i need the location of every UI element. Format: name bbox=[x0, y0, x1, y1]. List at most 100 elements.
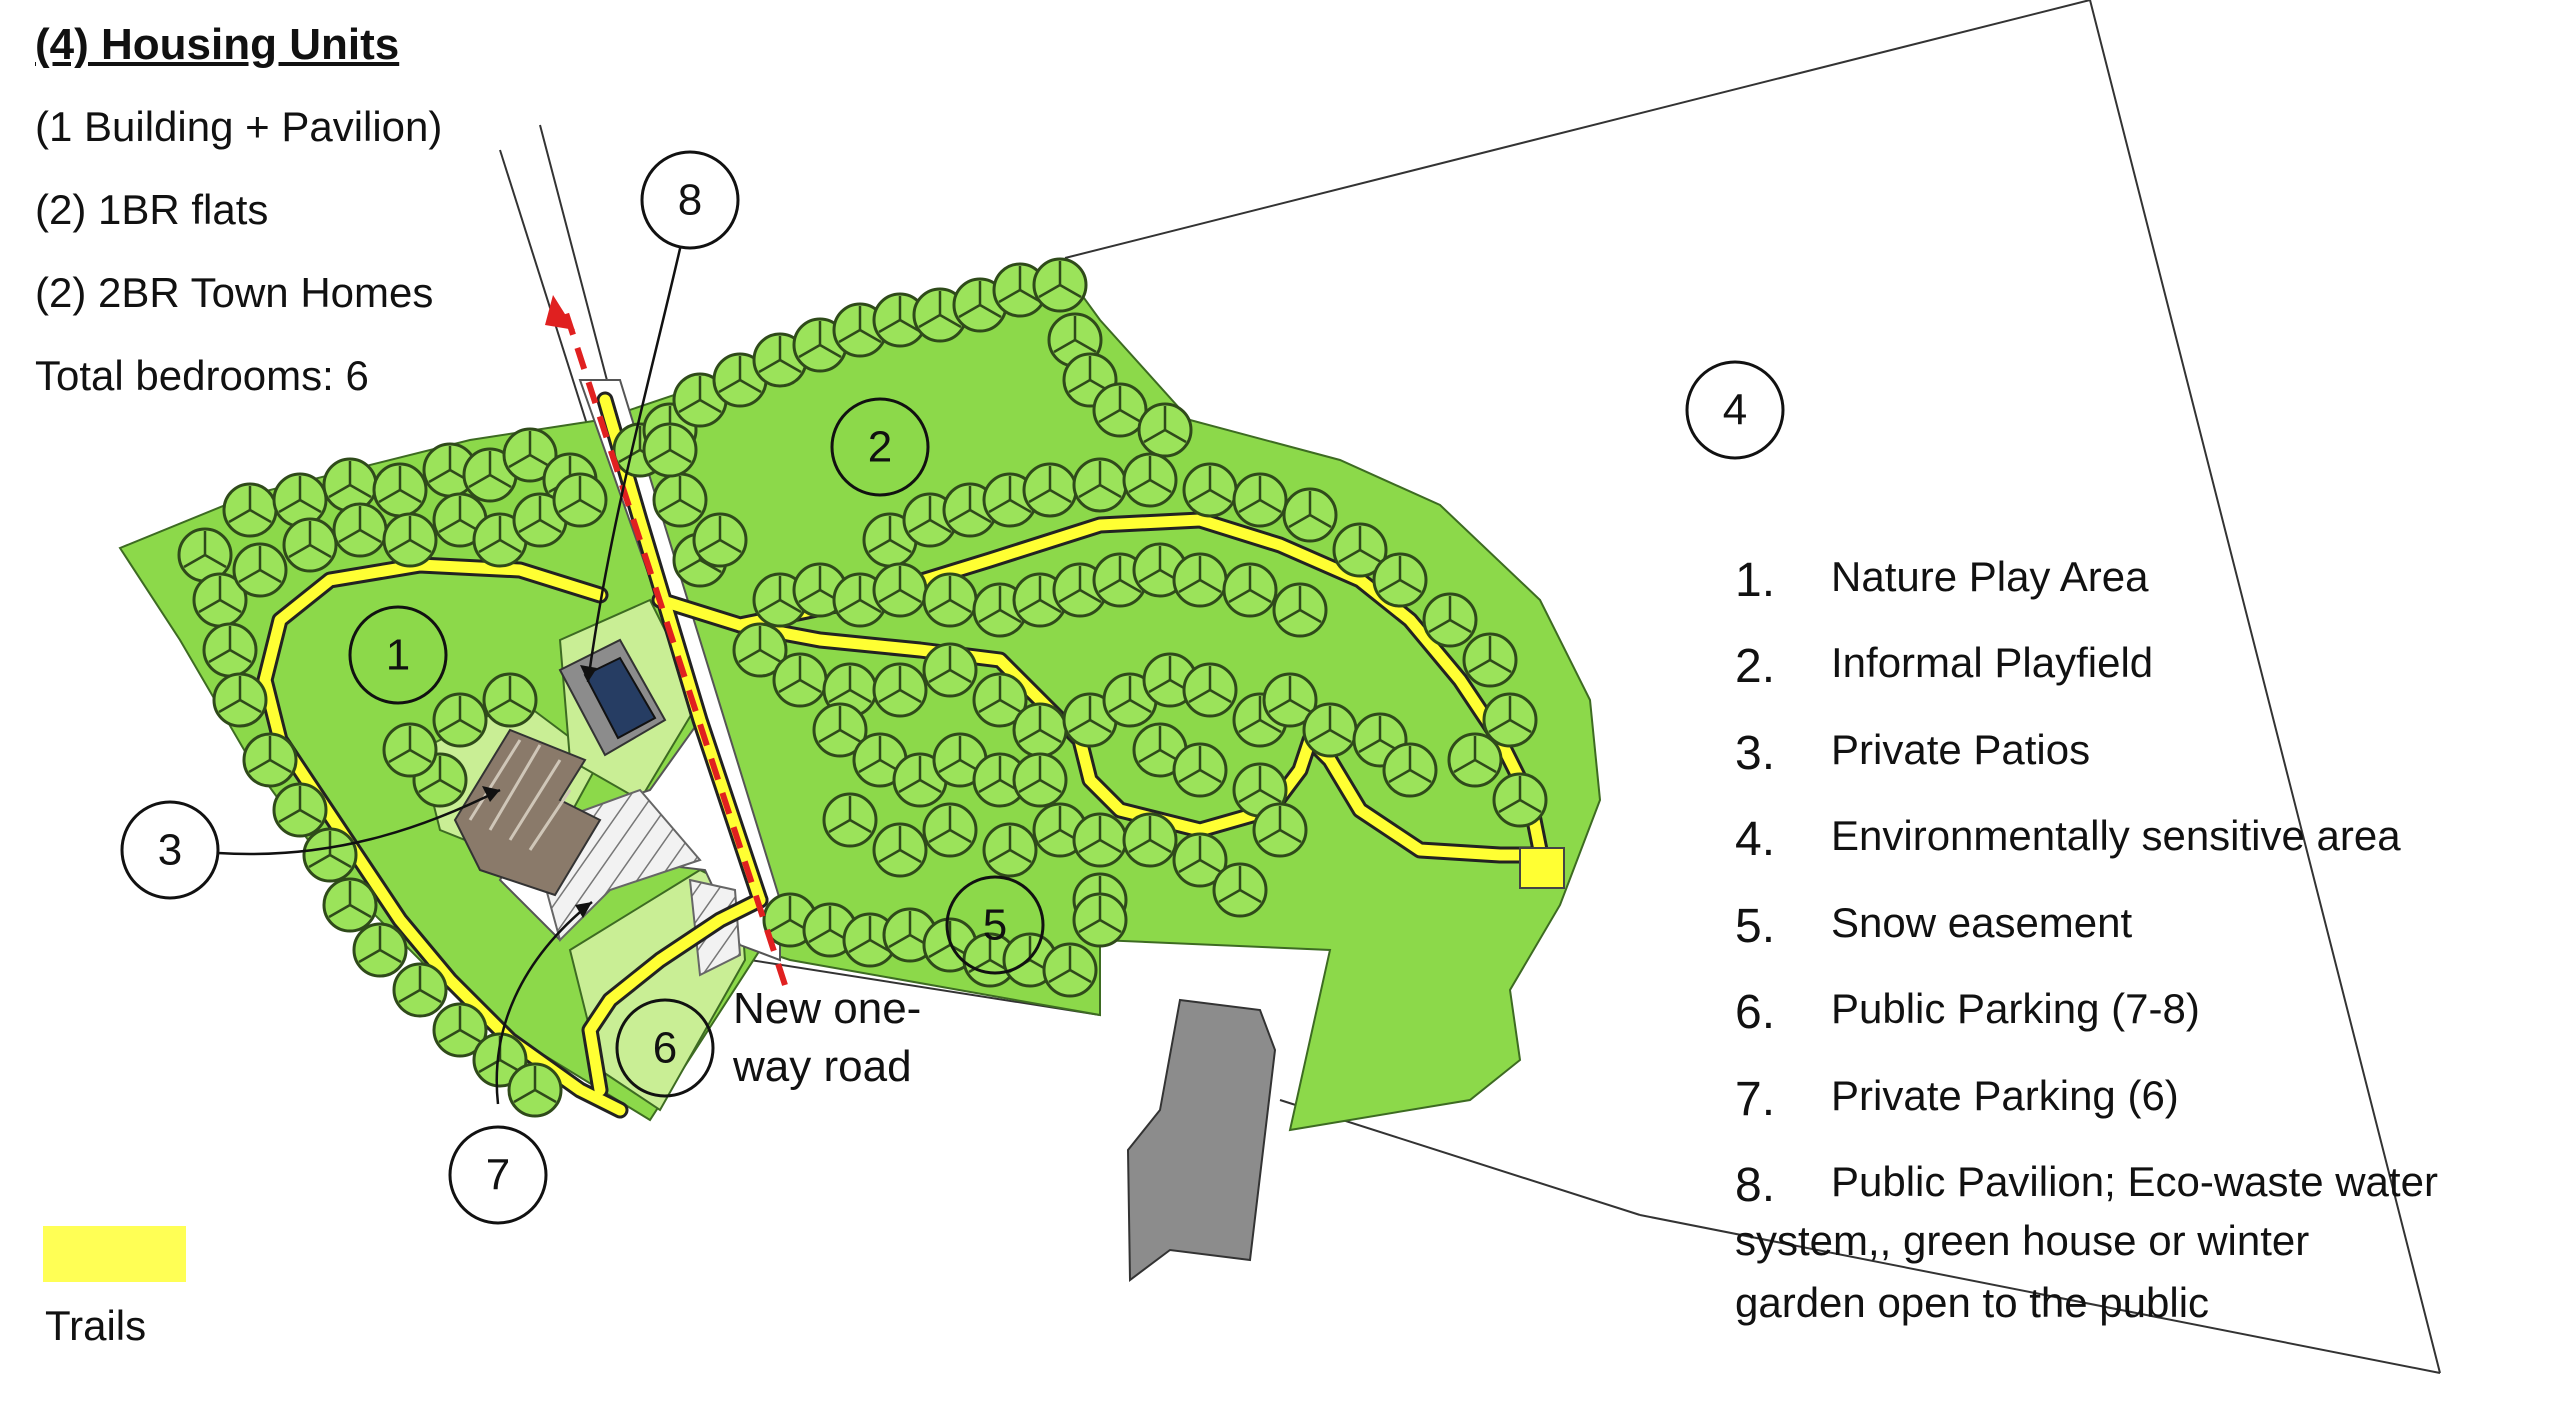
svg-text:4: 4 bbox=[1723, 386, 1747, 435]
legend-num: 7. bbox=[1735, 1073, 1776, 1126]
tree-symbol bbox=[1302, 702, 1358, 758]
road-label: New one- way road bbox=[733, 980, 921, 1096]
legend-label: Snow easement bbox=[1831, 899, 2133, 946]
tree-symbol bbox=[1172, 552, 1228, 608]
tree-symbol bbox=[822, 792, 878, 848]
tree-symbol bbox=[1282, 487, 1338, 543]
legend-num: 1. bbox=[1735, 554, 1776, 607]
legend-label: Public Pavilion; Eco-waste water bbox=[1831, 1158, 2438, 1205]
legend-item-1: 1.Nature Play Area bbox=[1735, 553, 2149, 608]
leader-arrowheads bbox=[482, 665, 597, 918]
info-line-building: (1 Building + Pavilion) bbox=[35, 103, 443, 150]
tree-symbol bbox=[222, 482, 278, 538]
tree-symbol bbox=[1012, 752, 1068, 808]
tree-symbol bbox=[507, 1062, 563, 1118]
legend-label: Informal Playfield bbox=[1831, 639, 2154, 686]
legend-item-6: 6. Public Parking (7-8) bbox=[1735, 985, 2200, 1040]
marker-8: 8 bbox=[640, 150, 740, 250]
svg-text:7: 7 bbox=[486, 1151, 510, 1200]
legend-num: 2. bbox=[1735, 640, 1776, 693]
legend-num: 5. bbox=[1735, 900, 1776, 953]
housing-units-title: (4) Housing Units bbox=[35, 20, 400, 69]
tree-symbol bbox=[272, 782, 328, 838]
one-way-road-arrow bbox=[545, 295, 788, 986]
tree-symbol bbox=[1032, 257, 1088, 313]
tree-symbol bbox=[382, 722, 438, 778]
tree-symbol bbox=[922, 642, 978, 698]
legend-num: 8. bbox=[1735, 1159, 1776, 1212]
legend-num: 6. bbox=[1735, 986, 1776, 1039]
tree-symbol bbox=[1042, 942, 1098, 998]
legend-item-7: 7.Private Parking (6) bbox=[1735, 1072, 2179, 1127]
tree-symbol bbox=[1072, 812, 1128, 868]
tree-symbol bbox=[982, 822, 1038, 878]
tree-symbol bbox=[332, 502, 388, 558]
tree-symbol bbox=[1122, 452, 1178, 508]
legend-item-8-continuation: system,, green house or winter garden op… bbox=[1735, 1210, 2309, 1334]
legend-continuation-line: system,, green house or winter bbox=[1735, 1217, 2310, 1264]
trail-end-pad bbox=[1519, 847, 1565, 889]
tree-symbol bbox=[922, 572, 978, 628]
legend-item-5: 5. Snow easement bbox=[1735, 899, 2132, 954]
tree-symbol bbox=[302, 827, 358, 883]
legend-continuation-line: garden open to the public bbox=[1735, 1279, 2210, 1326]
tree-symbol bbox=[642, 422, 698, 478]
trail-key-label: Trails bbox=[45, 1302, 147, 1349]
tree-symbol bbox=[1222, 562, 1278, 618]
tree-symbol bbox=[1122, 812, 1178, 868]
tree-symbol bbox=[1072, 892, 1128, 948]
marker-6: 6 bbox=[615, 998, 715, 1098]
tree-symbol bbox=[1012, 702, 1068, 758]
legend-item-8: 8. Public Pavilion; Eco-waste water bbox=[1735, 1158, 2438, 1213]
tree-symbol bbox=[922, 802, 978, 858]
marker-2: 2 bbox=[830, 397, 930, 497]
tree-symbol bbox=[1492, 772, 1548, 828]
info-line-1br: (2) 1BR flats bbox=[35, 186, 269, 233]
legend-num: 3. bbox=[1735, 727, 1776, 780]
marker-4: 4 bbox=[1685, 360, 1785, 460]
svg-text:8: 8 bbox=[678, 176, 702, 225]
tree-symbol bbox=[692, 512, 748, 568]
tree-symbol bbox=[1022, 462, 1078, 518]
svg-text:3: 3 bbox=[158, 826, 182, 875]
tree-symbol bbox=[322, 877, 378, 933]
info-line-bedrooms: Total bedrooms: 6 bbox=[35, 352, 369, 399]
tree-symbol bbox=[392, 962, 448, 1018]
tree-symbol bbox=[1252, 802, 1308, 858]
tree-symbol bbox=[872, 562, 928, 618]
marker-3: 3 bbox=[120, 800, 220, 900]
tree-symbol bbox=[1182, 462, 1238, 518]
svg-text:6: 6 bbox=[653, 1024, 677, 1073]
road-label-line-1: New one- bbox=[733, 984, 922, 1033]
marker-7: 7 bbox=[448, 1125, 548, 1225]
tree-symbol bbox=[1172, 742, 1228, 798]
tree-symbol bbox=[1137, 402, 1193, 458]
legend-item-2: 2. Informal Playfield bbox=[1735, 639, 2153, 694]
marker-5: 5 bbox=[945, 875, 1045, 975]
trail-key-swatch bbox=[43, 1226, 186, 1282]
tree-symbol bbox=[552, 472, 608, 528]
leader-lines bbox=[217, 239, 684, 1105]
tree-symbol bbox=[652, 472, 708, 528]
tree-symbol bbox=[1447, 732, 1503, 788]
tree-symbol bbox=[242, 732, 298, 788]
legend-label: Public Parking (7-8) bbox=[1831, 985, 2200, 1032]
tree-symbol bbox=[1212, 862, 1268, 918]
tree-symbol bbox=[1382, 742, 1438, 798]
legend-label: Environmentally sensitive area bbox=[1831, 812, 2401, 859]
tree-symbol bbox=[432, 692, 488, 748]
tree-symbol bbox=[352, 922, 408, 978]
tree-symbol bbox=[1372, 552, 1428, 608]
svg-text:5: 5 bbox=[983, 901, 1007, 950]
tree-symbol bbox=[1482, 692, 1538, 748]
marker-1: 1 bbox=[348, 605, 448, 705]
tree-symbol bbox=[1272, 582, 1328, 638]
tree-symbol bbox=[372, 462, 428, 518]
tree-symbol bbox=[272, 472, 328, 528]
tree-symbol bbox=[1182, 662, 1238, 718]
tree-symbol bbox=[212, 672, 268, 728]
tree-symbol bbox=[232, 542, 288, 598]
tree-symbol bbox=[772, 652, 828, 708]
tree-symbol bbox=[1072, 457, 1128, 513]
